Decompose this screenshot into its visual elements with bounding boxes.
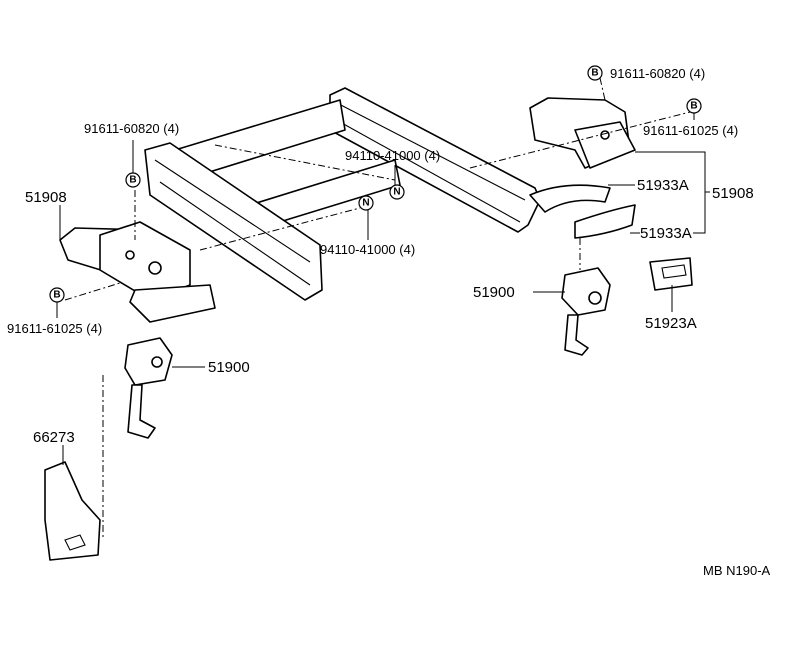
svg-text:N: N xyxy=(362,198,369,209)
bolt-badge-top-left: B xyxy=(125,172,141,188)
spare-wheel-bracket-left xyxy=(59,221,216,323)
svg-text:B: B xyxy=(53,290,60,301)
svg-text:B: B xyxy=(129,175,136,186)
leader-lines xyxy=(56,113,710,465)
label-bolt-right: 91611-61025 (4) xyxy=(643,123,738,138)
label-bolt-top-right: 91611-60820 (4) xyxy=(610,66,705,81)
nut-badge-upper: N xyxy=(389,184,405,200)
frame-rail-rear xyxy=(329,87,541,233)
label-nut-upper: 94110-41000 (4) xyxy=(345,148,440,163)
label-bracket-left: 51908 xyxy=(25,189,67,206)
frame-rail-front xyxy=(144,142,323,301)
svg-text:B: B xyxy=(591,68,598,79)
svg-text:N: N xyxy=(393,187,400,198)
label-hanger-left: 51900 xyxy=(208,359,250,376)
spare-wheel-hanger-left xyxy=(124,337,173,439)
label-cover: 66273 xyxy=(33,429,75,446)
svg-text:B: B xyxy=(690,101,697,112)
bolt-badge-left-bottom: B xyxy=(49,287,65,303)
bolt-badge-right: B xyxy=(686,98,702,114)
bolt-badge-top-right: B xyxy=(587,65,603,81)
label-bolt-left-bottom: 91611-61025 (4) xyxy=(7,321,102,336)
label-bracket-small: 51923A xyxy=(645,315,697,332)
label-cushion-lower: 51933A xyxy=(640,225,692,242)
diagram-code: MB N190-A xyxy=(703,563,771,578)
label-hanger-right: 51900 xyxy=(473,284,515,301)
spare-wheel-hanger-right xyxy=(561,267,611,356)
cover-66273 xyxy=(44,461,101,561)
cushion-upper xyxy=(529,184,611,213)
label-nut-lower: 94110-41000 (4) xyxy=(320,242,415,257)
cushion-lower xyxy=(574,204,636,239)
label-bracket-right: 51908 xyxy=(712,185,754,202)
label-bolt-top-left: 91611-60820 (4) xyxy=(84,121,179,136)
spare-wheel-bracket-right xyxy=(529,97,636,169)
nut-badge-lower: N xyxy=(358,195,374,211)
bracket-51923a xyxy=(649,257,693,291)
label-cushion-upper: 51933A xyxy=(637,177,689,194)
